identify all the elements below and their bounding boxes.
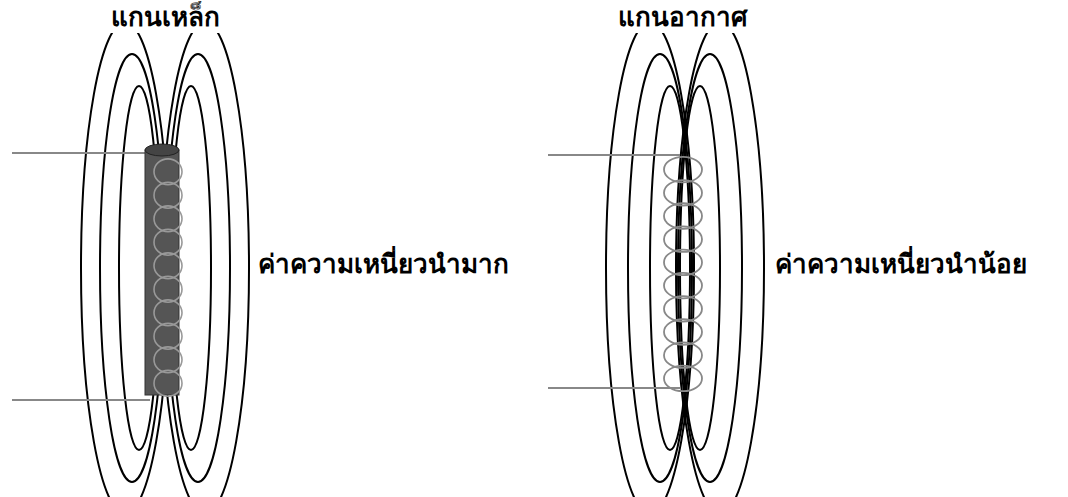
inductance-label: ค่าความเหนี่ยวนำมาก bbox=[255, 249, 512, 280]
coil-turn bbox=[664, 342, 702, 368]
field-lines bbox=[81, 22, 764, 497]
coil-turn bbox=[664, 273, 702, 299]
coil-turn bbox=[154, 370, 182, 396]
iron-core bbox=[145, 150, 179, 395]
coil-turn bbox=[664, 226, 702, 252]
coil-turn bbox=[154, 323, 182, 349]
coil-turn bbox=[154, 182, 182, 208]
coil-turn bbox=[154, 206, 182, 232]
coil-turn bbox=[664, 180, 702, 206]
inductance-label: ค่าความเหนี่ยวนำน้อย bbox=[772, 249, 1030, 280]
iron-core-top bbox=[145, 144, 179, 156]
field-line bbox=[628, 54, 692, 482]
coil-windings bbox=[664, 157, 702, 391]
coil-windings bbox=[154, 159, 182, 396]
core-title: แกนอากาศ bbox=[615, 2, 751, 33]
coil-turn bbox=[154, 253, 182, 279]
coil-turn bbox=[664, 296, 702, 322]
coil-turn bbox=[154, 229, 182, 255]
coil-turn bbox=[154, 159, 182, 185]
coil-turn bbox=[664, 157, 702, 183]
field-line bbox=[678, 54, 742, 482]
coil-turn bbox=[664, 203, 702, 229]
coil-turn bbox=[664, 319, 702, 345]
lead-wire bbox=[548, 154, 680, 156]
field-line bbox=[676, 22, 764, 497]
lead-wire bbox=[12, 399, 150, 401]
coil-turn bbox=[154, 347, 182, 373]
core-title: แกนเหล็ก bbox=[108, 2, 223, 33]
coil-turn bbox=[154, 276, 182, 302]
lead-wire bbox=[12, 152, 150, 154]
coil-turn bbox=[154, 300, 182, 326]
lead-wire bbox=[548, 387, 680, 389]
coil-turn bbox=[664, 250, 702, 276]
coil-turn bbox=[664, 366, 702, 392]
